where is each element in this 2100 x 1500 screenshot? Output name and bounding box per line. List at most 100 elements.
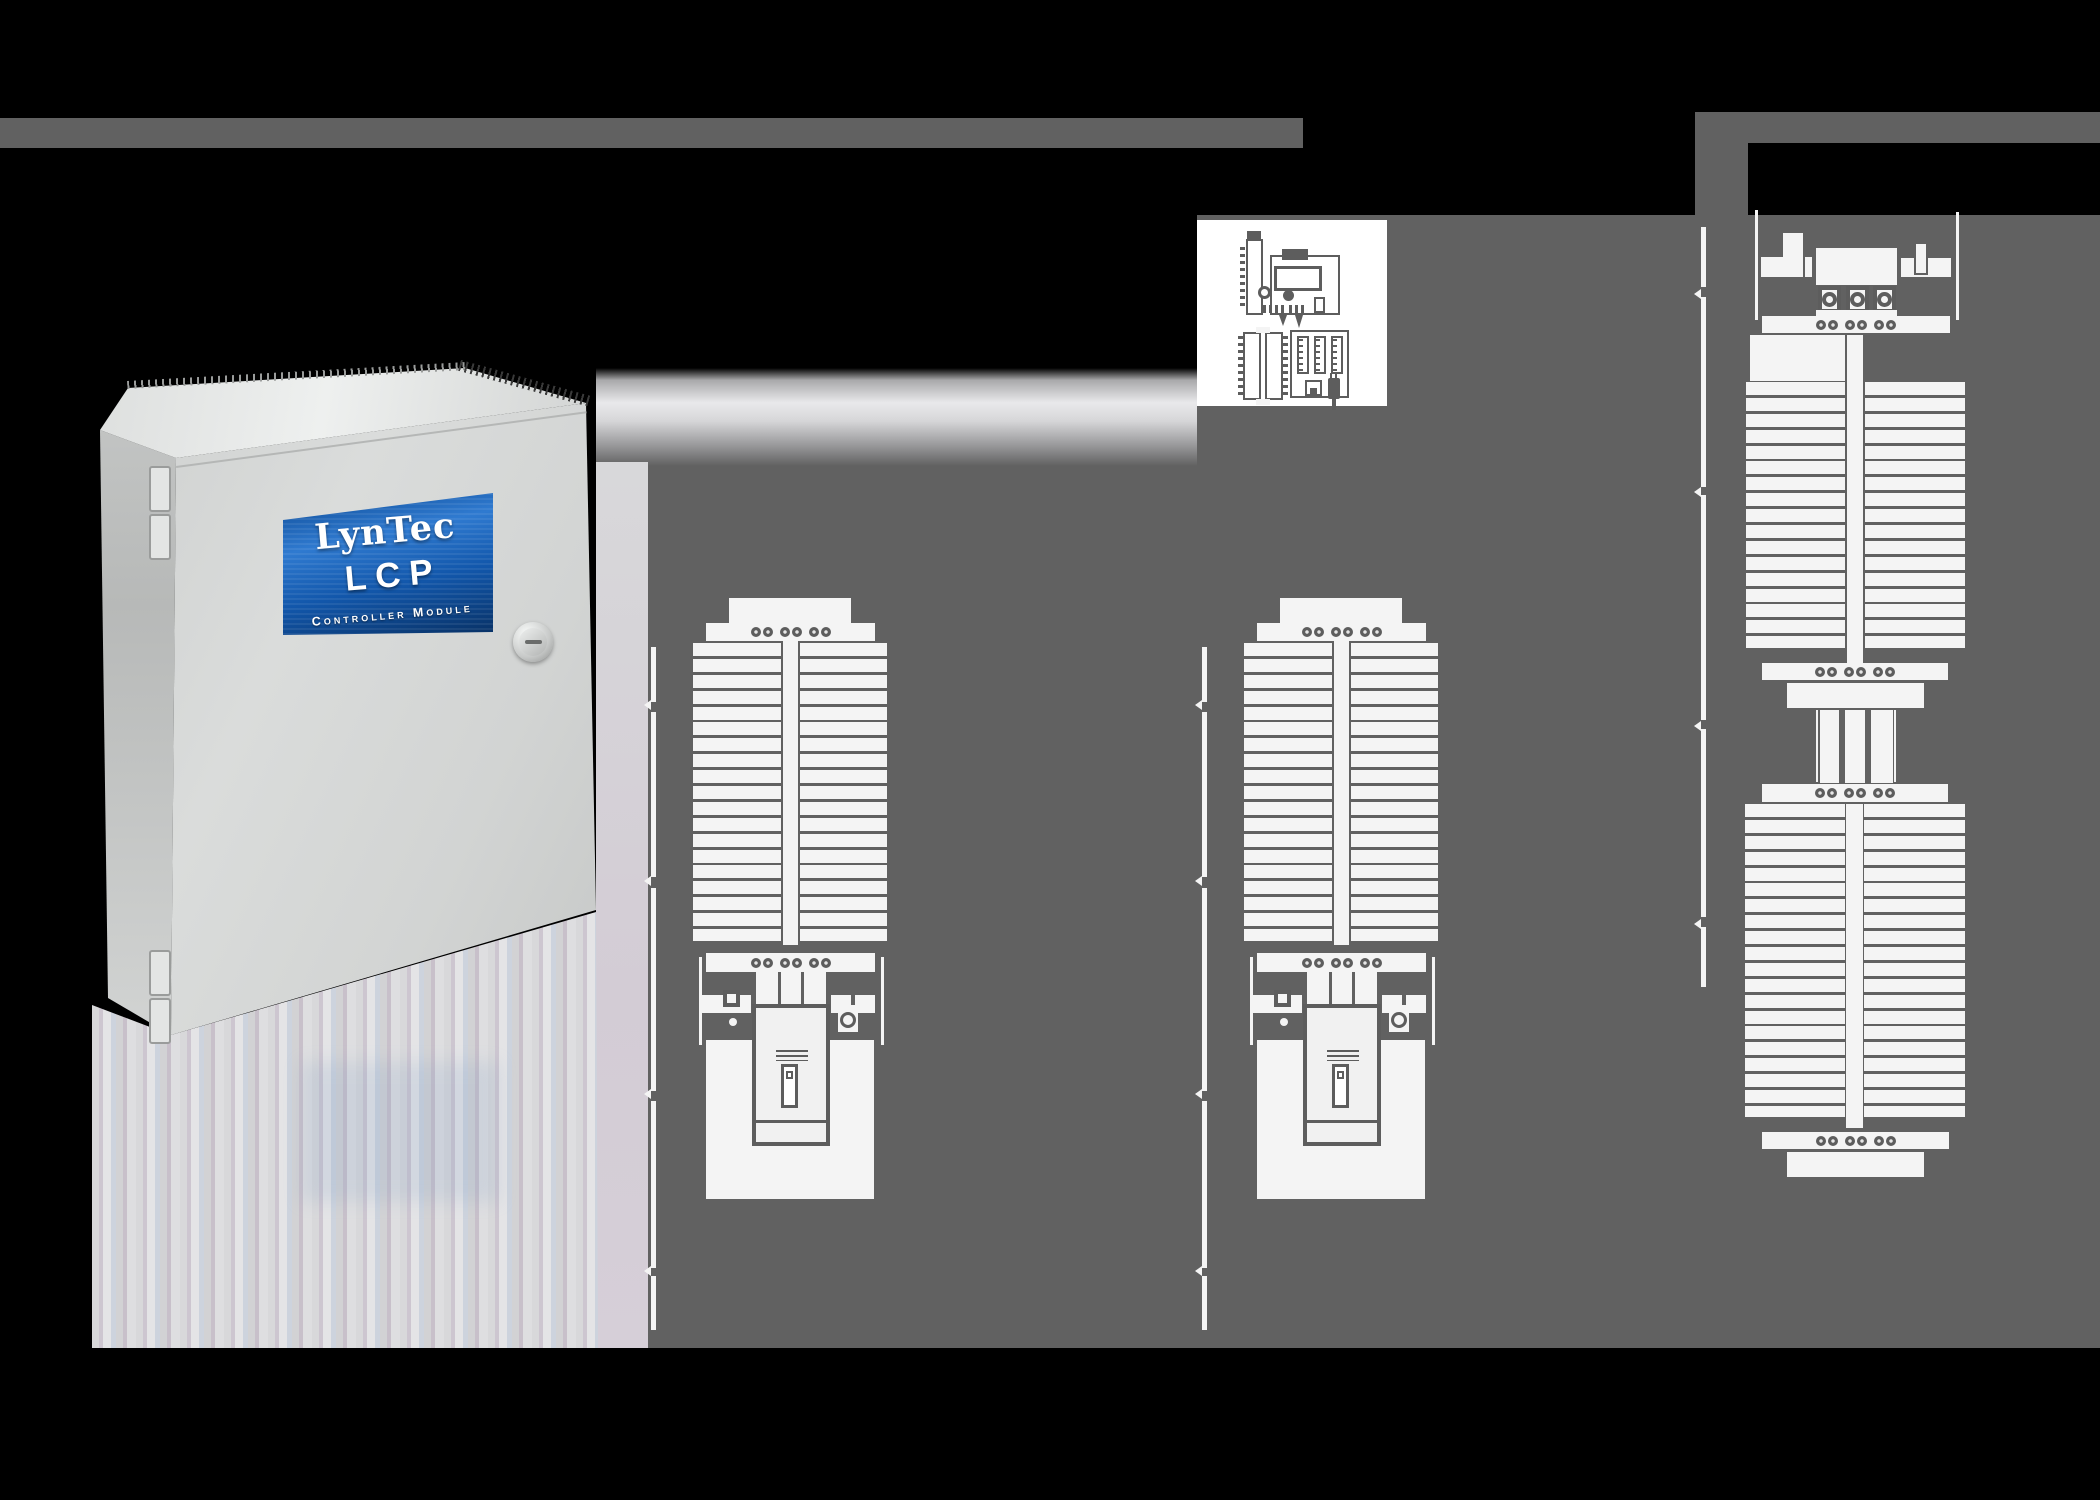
- lug-screw-icon: [808, 957, 819, 968]
- breaker-row: [1746, 556, 1845, 570]
- lug-screw-icon: [1844, 666, 1854, 677]
- breaker-row: [1865, 572, 1965, 586]
- breaker-row: [1745, 1074, 1845, 1088]
- breaker-row: [1864, 1026, 1965, 1040]
- breaker-row: [800, 674, 887, 688]
- breaker-row: [1746, 540, 1845, 554]
- breaker-row: [693, 706, 781, 720]
- wire-tail-icon-1: [1279, 315, 1287, 326]
- breaker-row: [1864, 883, 1965, 897]
- breaker-row: [693, 770, 781, 784]
- head-post-right: [1914, 242, 1928, 275]
- lug-screw-icon: [1815, 788, 1825, 798]
- breaker-row: [1351, 754, 1438, 768]
- breaker-column-right: [800, 643, 887, 941]
- breaker-column-right: [1351, 643, 1438, 941]
- breaker-row: [1351, 643, 1438, 656]
- breaker-row: [1351, 674, 1438, 688]
- lug-screw-icon: [1844, 1135, 1855, 1146]
- lug-screw-icon: [1885, 666, 1895, 677]
- breaker-row: [693, 738, 781, 752]
- breaker-row: [1351, 722, 1438, 736]
- breaker-row: [1244, 770, 1332, 784]
- bracket-segment: [1202, 1101, 1207, 1268]
- label-reflection-glow: [300, 1062, 500, 1202]
- terminal-screw-left: [723, 990, 740, 1007]
- breaker-row: [1351, 817, 1438, 831]
- breaker-row: [1865, 620, 1965, 634]
- bracket-tick: [1694, 289, 1701, 299]
- breaker-row: [1244, 801, 1332, 815]
- breaker-row: [800, 897, 887, 911]
- lower-column-left: [1745, 804, 1845, 1117]
- plug-prong-1: [1330, 373, 1332, 378]
- breaker-row: [800, 690, 887, 704]
- bracket-segment: [1202, 647, 1207, 702]
- breaker-row: [1244, 929, 1332, 941]
- head-rail-right: [1956, 212, 1959, 320]
- breaker-row: [1864, 994, 1965, 1008]
- breaker-row: [693, 833, 781, 847]
- enclosure-top-blur-streak: [596, 368, 1197, 470]
- breaker-row: [800, 881, 887, 895]
- hinge-bottom-plate-2: [149, 998, 171, 1044]
- lower-bus-spine: [1846, 804, 1863, 1128]
- breaker-row: [1864, 931, 1965, 945]
- feed-bus-bar-1: [1307, 972, 1329, 1008]
- tie-rail-left: [1816, 710, 1818, 782]
- bracket-segment: [1701, 297, 1706, 487]
- lug-bar-1: [1762, 316, 1950, 333]
- breaker-row: [1864, 899, 1965, 913]
- bracket-tick: [1694, 721, 1701, 731]
- breaker-row: [1745, 1058, 1845, 1072]
- lug-screw-icon: [1342, 957, 1353, 968]
- lug-screw-icon: [1886, 319, 1896, 330]
- breaker-toggle: [1332, 1064, 1349, 1108]
- breaker-row: [1746, 588, 1845, 602]
- bracket-segment: [651, 888, 656, 1091]
- breaker-row: [1865, 604, 1965, 618]
- breaker-row: [1864, 819, 1965, 833]
- breaker-row: [1864, 1090, 1965, 1104]
- lug-screw-icon: [1359, 957, 1370, 968]
- background-band-right: [1695, 112, 2100, 143]
- breaker-section-rail-left: [1250, 957, 1253, 1045]
- cpu-connector-icon: [1247, 231, 1261, 241]
- breaker-row: [1746, 461, 1845, 475]
- breaker-row: [1745, 899, 1845, 913]
- lug-screw-icon: [1827, 666, 1837, 677]
- breaker-row: [1864, 851, 1965, 865]
- breaker-row: [1244, 722, 1332, 736]
- breaker-row: [1865, 540, 1965, 554]
- breaker-column-left: [1244, 643, 1332, 941]
- terminal-ring-right: [840, 1012, 856, 1028]
- breaker-row: [1351, 849, 1438, 863]
- main-breaker-unit: [1303, 1004, 1381, 1146]
- lug-screw-icon: [1828, 319, 1838, 330]
- breaker-row: [1864, 1105, 1965, 1117]
- lug-screw-icon: [1845, 319, 1855, 330]
- breaker-row: [1864, 1058, 1965, 1072]
- breaker-section-rail-left: [699, 957, 702, 1045]
- terminal-dot-left: [1280, 1018, 1288, 1026]
- hinge-top-plate-2: [149, 514, 171, 560]
- label-brushed-texture: [283, 493, 493, 635]
- relay-coil-1: [1298, 339, 1303, 371]
- breaker-row: [800, 865, 887, 879]
- lug-screw-icon: [1873, 788, 1883, 798]
- buzzer-icon-1: [1258, 286, 1271, 299]
- terminal-dot-left: [729, 1018, 737, 1026]
- bus-spine: [1334, 641, 1349, 945]
- bracket-segment: [651, 1101, 656, 1268]
- relay-coil-3: [1332, 339, 1337, 371]
- head-center-block: [1816, 248, 1897, 285]
- breaker-row: [1351, 770, 1438, 784]
- breaker-row: [1244, 849, 1332, 863]
- breaker-row: [800, 754, 887, 768]
- lug-screw-icon: [1816, 319, 1826, 330]
- panelboard-b-diagram: [551, 0, 2100, 1500]
- bracket-tick: [1694, 487, 1701, 497]
- hinge-bottom-plate-1: [149, 950, 171, 996]
- breaker-row: [1351, 897, 1438, 911]
